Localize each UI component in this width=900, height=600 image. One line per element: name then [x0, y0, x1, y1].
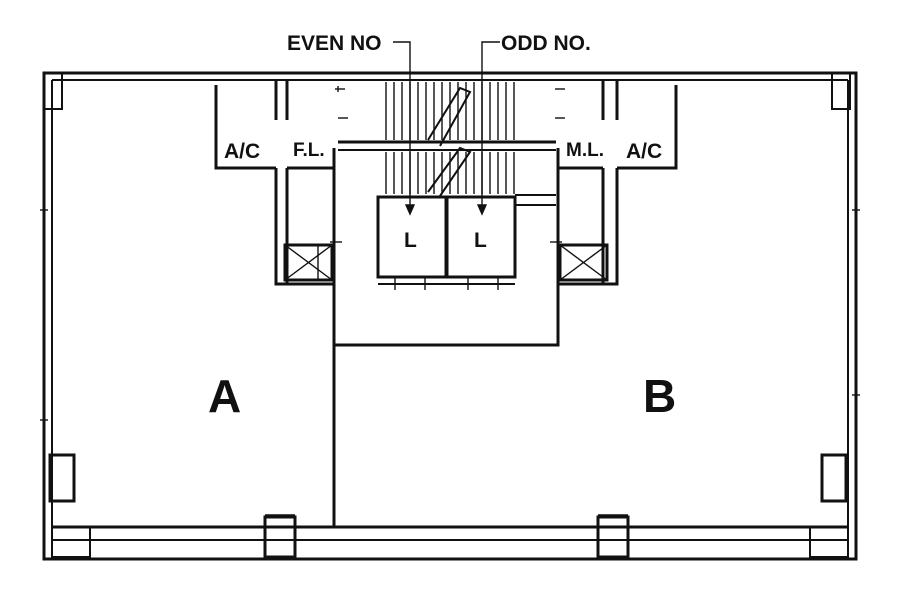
label-odd-no: ODD NO.: [501, 32, 591, 55]
bottom-balcony: [51, 514, 849, 559]
lift-right: [445, 195, 517, 279]
label-fl: F.L.: [293, 140, 325, 161]
column-left: [48, 453, 76, 503]
duct-left: [283, 243, 334, 282]
label-unit-a: A: [208, 370, 241, 422]
label-lift-left: L: [404, 229, 417, 252]
column-bottom-right: [596, 515, 630, 559]
label-ac-right: A/C: [626, 140, 662, 163]
label-ml: M.L.: [566, 140, 604, 161]
column-right: [820, 453, 848, 503]
core: [214, 80, 678, 347]
label-ac-left: A/C: [224, 140, 260, 163]
window-ticks: [40, 209, 860, 421]
duct-right: [558, 243, 609, 282]
label-unit-b: B: [643, 370, 676, 422]
outer-walls: [42, 71, 858, 561]
stair: [338, 82, 556, 206]
label-even-no: EVEN NO: [287, 32, 382, 55]
column-bottom-left: [263, 515, 297, 559]
stair-leaders: [393, 41, 500, 216]
label-lift-right: L: [474, 229, 487, 252]
